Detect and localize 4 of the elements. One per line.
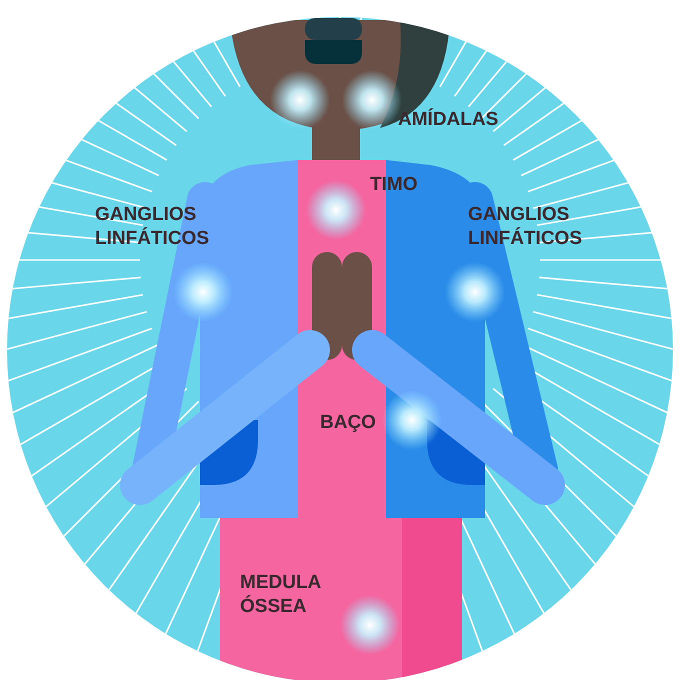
organ-label: GANGLIOS LINFÁTICOS [95, 203, 210, 250]
organ-label: BAÇO [320, 411, 377, 435]
organ-label: MEDULA ÓSSEA [240, 571, 322, 618]
organ-label: GANGLIOS LINFÁTICOS [468, 203, 583, 250]
